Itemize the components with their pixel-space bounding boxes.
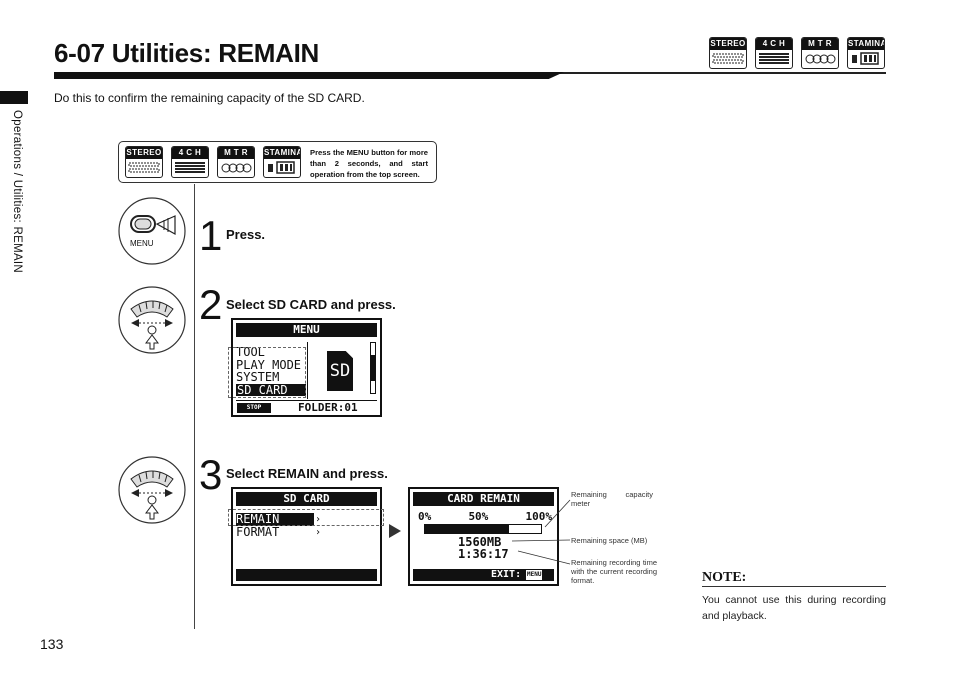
page-title: 6-07 Utilities: REMAIN xyxy=(54,38,320,68)
selection-highlight-box xyxy=(228,347,306,398)
sd-card-screen-footer xyxy=(236,569,377,581)
remaining-time-value: 1:36:17 xyxy=(458,547,509,561)
step-2-number: 2 xyxy=(199,281,223,328)
stereo-mode-badge-small: STEREO xyxy=(125,146,163,178)
remaining-capacity-meter xyxy=(424,524,542,534)
card-remain-footer: EXIT: MENU xyxy=(413,569,554,581)
four-tracks-icon xyxy=(175,162,205,173)
title-wedge xyxy=(54,72,564,79)
menu-key-label: MENU xyxy=(526,570,543,580)
remaining-capacity-fill xyxy=(425,525,509,533)
battery-icon xyxy=(852,52,879,65)
menu-button-label: MENU xyxy=(130,239,154,248)
meter-label-0: 0% xyxy=(418,510,432,523)
mixer-icon xyxy=(805,54,836,64)
callout-space: Remaining space (MB) xyxy=(571,536,648,545)
battery-icon xyxy=(268,161,295,174)
menu-item-tool: TOOL xyxy=(236,345,265,359)
scroll-wheel-icon xyxy=(118,456,186,524)
intro-text: Do this to confirm the remaining capacit… xyxy=(54,91,365,105)
mode-info-box xyxy=(118,141,437,183)
menu-item-play-mode: PLAY MODE xyxy=(236,357,302,372)
step-3-text: Select REMAIN and press. xyxy=(226,466,388,481)
meter-label-50: 50% xyxy=(468,510,489,523)
stamina-mode-badge: STAMINA xyxy=(847,37,885,69)
meter-label-100: 100% xyxy=(525,510,553,523)
mtr-mode-badge: M T R xyxy=(801,37,839,69)
note-text: You cannot use this during recording and… xyxy=(702,594,886,622)
four-tracks-icon xyxy=(759,53,789,64)
mixer-icon xyxy=(221,163,252,173)
stereo-mode-badge: STEREO xyxy=(709,37,747,69)
menu-item-system: SYSTEM xyxy=(236,370,280,384)
menu-screen: MENU TOOL PLAY MODE SYSTEM SD CARD SD ST… xyxy=(231,318,382,417)
stop-status: STOP xyxy=(237,403,271,413)
step-guide-line xyxy=(194,184,195,629)
sd-card-screen-title: SD CARD xyxy=(236,492,377,506)
sd-card-icon: SD xyxy=(327,351,353,391)
folder-indicator: FOLDER:01 xyxy=(298,401,358,414)
four-ch-mode-badge-small: 4 C H xyxy=(171,146,209,178)
card-remain-title: CARD REMAIN xyxy=(413,492,554,506)
exit-label: EXIT: xyxy=(491,569,522,580)
note-heading: NOTE: xyxy=(702,570,747,585)
step-1-number: 1 xyxy=(199,212,223,259)
scroll-wheel-icon xyxy=(118,286,186,354)
menu-button-icon xyxy=(118,197,186,265)
step-2-text: Select SD CARD and press. xyxy=(226,297,396,312)
step-3-number: 3 xyxy=(199,451,223,498)
menu-item-sd-card: SD CARD xyxy=(236,383,306,396)
mtr-mode-badge-small: M T R xyxy=(217,146,255,178)
side-section-label: Operations / Utilities: REMAIN xyxy=(11,110,23,274)
submenu-arrows: ›› xyxy=(315,514,322,538)
callout-leader-lines xyxy=(511,499,571,565)
menu-scrollbar xyxy=(370,342,376,394)
info-note-text: Press the MENU button for more than 2 se… xyxy=(310,148,428,179)
note-rule xyxy=(702,586,886,587)
sd-menu-item-remain: REMAIN xyxy=(236,513,314,526)
four-ch-mode-badge: 4 C H xyxy=(755,37,793,69)
next-arrow-icon xyxy=(389,524,401,538)
selection-highlight-box xyxy=(228,509,384,526)
remaining-space-value: 1560MB xyxy=(458,535,502,549)
sd-menu-item-format: FORMAT xyxy=(236,525,280,539)
callout-meter: Remaining capacity meter xyxy=(571,490,653,508)
stamina-mode-badge-small: STAMINA xyxy=(263,146,301,178)
callout-time: Remaining recording time with the curren… xyxy=(571,558,657,585)
step-1-text: Press. xyxy=(226,227,266,242)
menu-screen-title: MENU xyxy=(236,323,377,337)
page-number: 133 xyxy=(40,636,64,652)
menu-divider xyxy=(307,342,308,399)
stereo-tracks-icon xyxy=(128,162,160,173)
stereo-tracks-icon xyxy=(712,53,744,64)
card-remain-screen: CARD REMAIN 0% 50% 100% 1560MB 1:36:17 E… xyxy=(408,487,559,586)
sd-card-screen: SD CARD REMAIN FORMAT ›› xyxy=(231,487,382,586)
section-tab-marker xyxy=(0,91,28,104)
